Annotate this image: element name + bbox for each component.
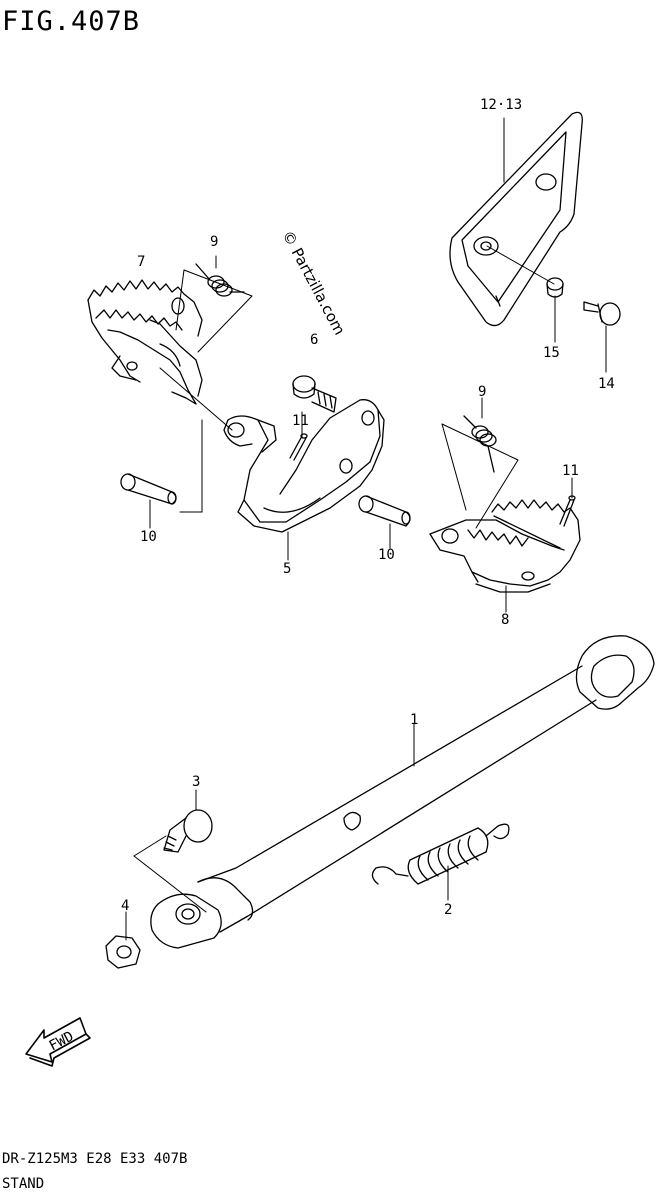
callout-9-right: 9 xyxy=(478,384,486,400)
cotter-pin-left-11[interactable] xyxy=(290,434,307,460)
nut-4[interactable] xyxy=(106,936,140,968)
callout-3: 3 xyxy=(192,774,200,790)
callout-7: 7 xyxy=(137,254,145,270)
callout-12-13: 12·13 xyxy=(480,97,522,113)
callout-8: 8 xyxy=(501,612,509,628)
fwd-arrow-icon xyxy=(26,1018,90,1066)
callout-15: 15 xyxy=(543,345,560,361)
footrest-left[interactable] xyxy=(88,280,202,404)
footer-section-name: STAND xyxy=(2,1176,45,1192)
bolt-3[interactable] xyxy=(164,810,212,852)
callout-11-right: 11 xyxy=(562,463,579,479)
guide-lines-stand xyxy=(126,724,448,940)
footrest-right-8[interactable] xyxy=(430,500,580,592)
spring-right-9[interactable] xyxy=(464,416,496,472)
footrest-bracket-5[interactable] xyxy=(224,400,384,532)
pin-left-10[interactable] xyxy=(121,474,176,504)
fwd-label: FWD xyxy=(47,1028,77,1054)
callout-10-left: 10 xyxy=(140,529,157,545)
spring-left-9[interactable] xyxy=(196,264,244,296)
pin-right-10[interactable] xyxy=(359,496,410,526)
callout-10-right: 10 xyxy=(378,547,395,563)
callout-14: 14 xyxy=(598,376,615,392)
leader-lines-middle xyxy=(150,412,572,612)
bolt-6[interactable] xyxy=(293,376,336,412)
guide-lines-left xyxy=(160,256,252,512)
side-stand-1[interactable] xyxy=(151,636,654,948)
callout-11-left: 11 xyxy=(292,413,309,429)
figure-title: FIG.407B xyxy=(2,6,141,37)
footer-model-code: DR-Z125M3 E28 E33 407B xyxy=(2,1151,188,1167)
callout-1: 1 xyxy=(410,712,418,728)
spring-2[interactable] xyxy=(372,824,508,884)
leader-lines-cover xyxy=(487,118,606,372)
guide-lines-right xyxy=(442,398,518,528)
screw-14[interactable] xyxy=(584,302,620,325)
side-cover-plate[interactable] xyxy=(450,112,582,325)
callout-2: 2 xyxy=(444,902,452,918)
callout-6: 6 xyxy=(310,332,318,348)
callout-9-left: 9 xyxy=(210,234,218,250)
callout-4: 4 xyxy=(121,898,129,914)
watermark: © Partzilla.com xyxy=(278,227,348,338)
callout-5: 5 xyxy=(283,561,291,577)
